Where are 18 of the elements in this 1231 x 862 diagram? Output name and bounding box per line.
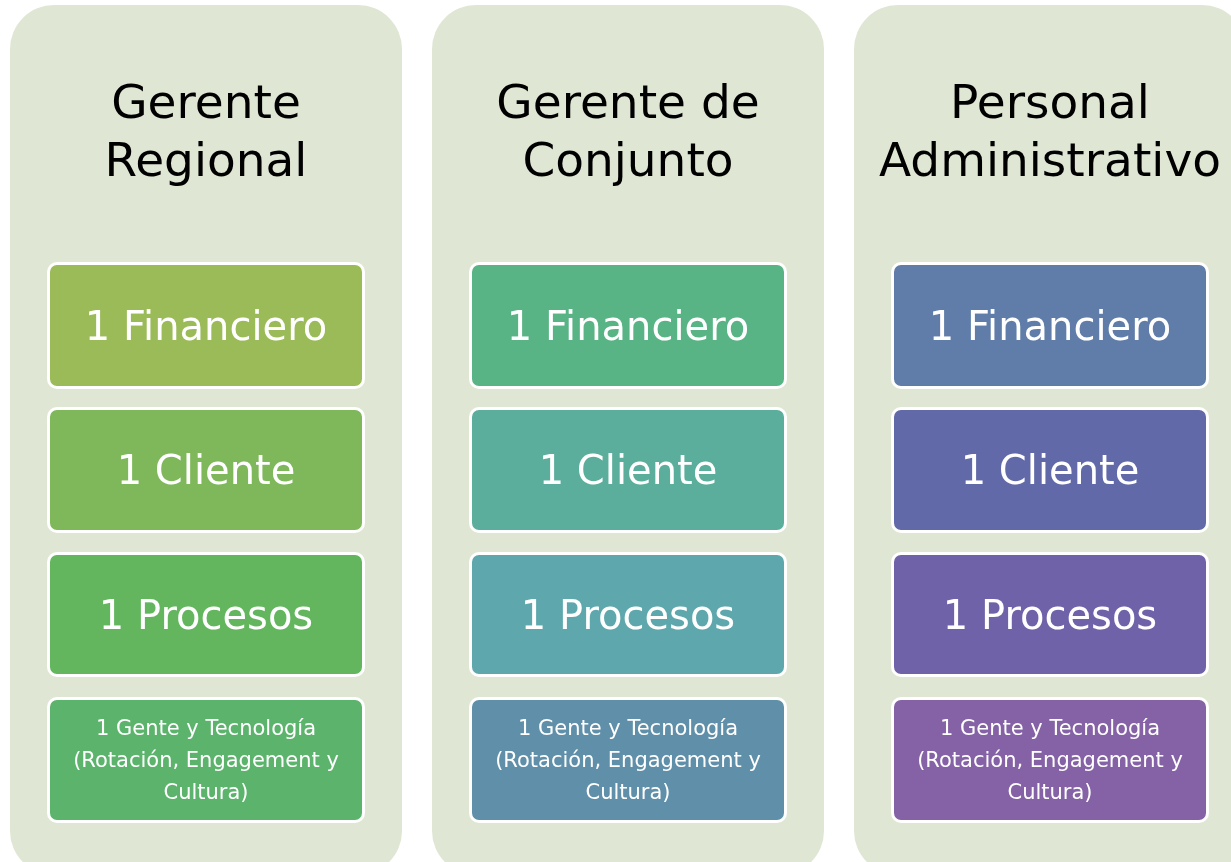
column-panel xyxy=(10,5,402,862)
category-card: 1 Gente y Tecnología (Rotación, Engagement y Cultura) xyxy=(469,697,787,823)
category-card: 1 Cliente xyxy=(47,407,365,533)
category-card: 1 Financiero xyxy=(47,262,365,389)
column-heading: Gerente Regional xyxy=(103,73,309,189)
category-card: 1 Procesos xyxy=(47,552,365,677)
category-card: 1 Gente y Tecnología (Rotación, Engagement y Cultura) xyxy=(891,697,1209,823)
column-heading: Personal Administrativo xyxy=(878,73,1222,189)
category-card: 1 Cliente xyxy=(469,407,787,533)
category-card: 1 Gente y Tecnología (Rotación, Engagement y Cultura) xyxy=(47,697,365,823)
category-card: 1 Procesos xyxy=(891,552,1209,677)
category-card: 1 Financiero xyxy=(891,262,1209,389)
column-heading: Gerente de Conjunto xyxy=(495,73,761,189)
category-card: 1 Cliente xyxy=(891,407,1209,533)
category-card: 1 Procesos xyxy=(469,552,787,677)
category-card: 1 Financiero xyxy=(469,262,787,389)
column-panel xyxy=(854,5,1231,862)
column-panel xyxy=(432,5,824,862)
